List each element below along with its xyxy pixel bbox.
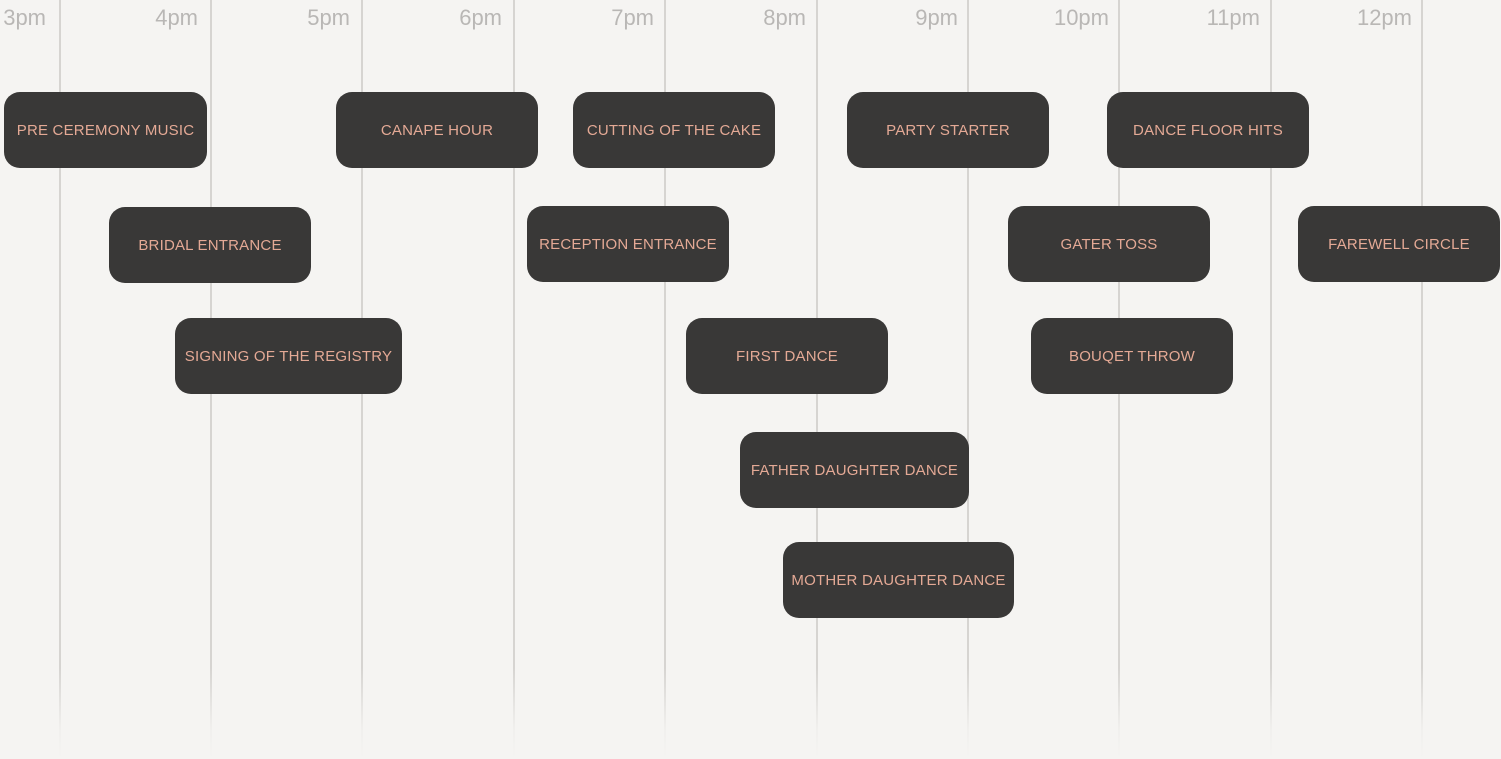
grid-line-3pm — [59, 0, 61, 759]
event-gater-toss[interactable]: GATER TOSS — [1008, 206, 1210, 282]
grid-line-7pm — [664, 0, 666, 759]
grid-line-9pm — [967, 0, 969, 759]
hour-label: 4pm — [155, 5, 198, 30]
event-signing-of-the-registry[interactable]: SIGNING OF THE REGISTRY — [175, 318, 402, 394]
hour-label: 3pm — [3, 5, 46, 30]
hour-label: 10pm — [1053, 5, 1109, 30]
event-reception-entrance[interactable]: RECEPTION ENTRANCE — [527, 206, 729, 282]
event-mother-daughter-dance[interactable]: MOTHER DAUGHTER DANCE — [783, 542, 1014, 618]
hour-label: 5pm — [307, 5, 350, 30]
hour-label: 8pm — [763, 5, 806, 30]
event-bouqet-throw[interactable]: BOUQET THROW — [1031, 318, 1233, 394]
grid-line-12pm — [1421, 0, 1423, 759]
hour-label: 12pm — [1356, 5, 1412, 30]
hour-label: 11pm — [1206, 5, 1260, 30]
hour-label: 7pm — [611, 5, 654, 30]
event-bridal-entrance[interactable]: BRIDAL ENTRANCE — [109, 207, 311, 283]
event-cutting-of-the-cake[interactable]: CUTTING OF THE CAKE — [573, 92, 775, 168]
event-dance-floor-hits[interactable]: DANCE FLOOR HITS — [1107, 92, 1309, 168]
event-party-starter[interactable]: PARTY STARTER — [847, 92, 1049, 168]
event-farewell-circle[interactable]: FAREWELL CIRCLE — [1298, 206, 1500, 282]
event-father-daughter-dance[interactable]: FATHER DAUGHTER DANCE — [740, 432, 969, 508]
hour-label: 9pm — [915, 5, 958, 30]
grid-line-11pm — [1270, 0, 1272, 759]
event-pre-ceremony-music[interactable]: PRE CEREMONY MUSIC — [4, 92, 207, 168]
hour-label: 6pm — [459, 5, 502, 30]
event-first-dance[interactable]: FIRST DANCE — [686, 318, 888, 394]
event-canape-hour[interactable]: CANAPE HOUR — [336, 92, 538, 168]
grid-line-6pm — [513, 0, 515, 759]
